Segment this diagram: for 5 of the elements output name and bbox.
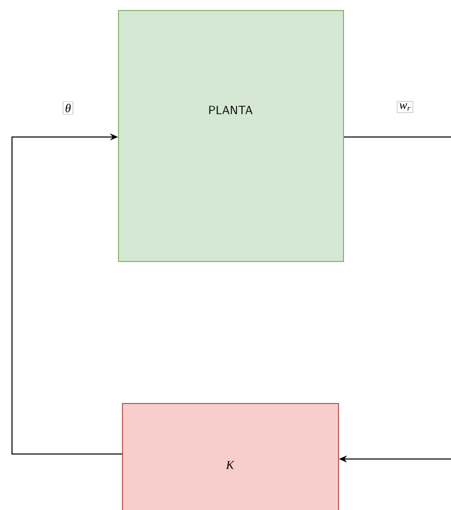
edge-label: θ	[62, 101, 74, 115]
arrow	[12, 133, 122, 454]
edge-label: w$_{r}$	[396, 101, 414, 113]
process-box: K	[122, 403, 339, 510]
process-box: PLANTA	[118, 10, 344, 262]
